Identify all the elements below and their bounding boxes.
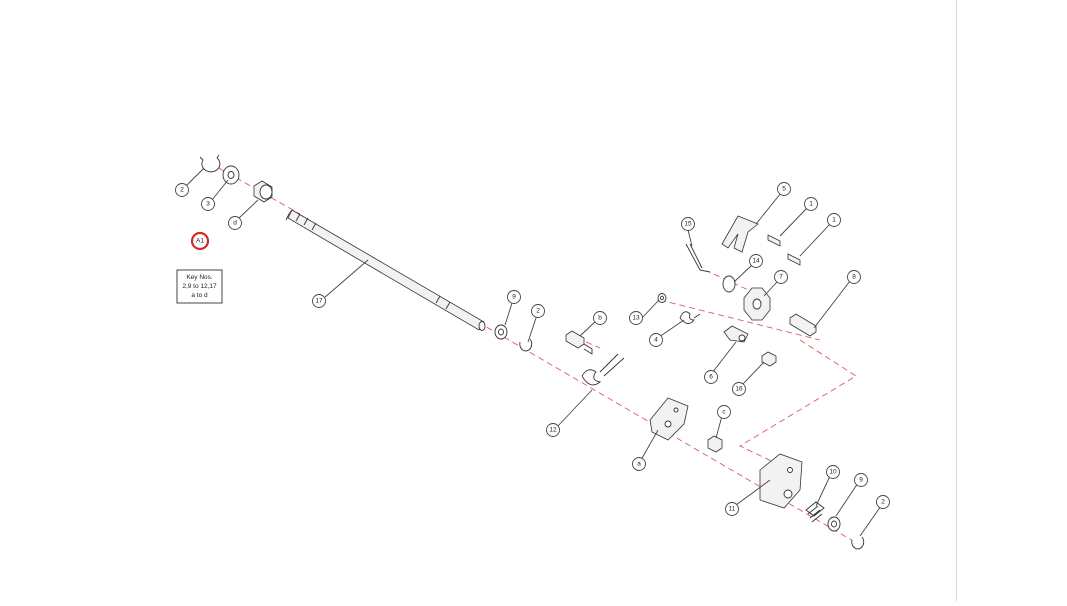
svg-text:15: 15 [684,221,692,228]
disc-14 [722,275,736,293]
diagram-viewer: 2 3 d 17 9 2 b 12 a 13 4 15 5 1 1 14 7 8… [175,154,890,550]
svg-text:2: 2 [881,499,885,506]
callout-14[interactable]: 14 [749,254,763,268]
bracket-15 [685,243,711,273]
svg-text:12: 12 [549,427,557,434]
bolt-b [565,330,593,355]
callout-d[interactable]: d [228,216,242,230]
callout-b[interactable]: b [593,311,607,325]
callout-13[interactable]: 13 [629,311,643,325]
callout-1-b[interactable]: 1 [827,213,841,227]
callouts: 2 3 d 17 9 2 b 12 a 13 4 15 5 1 1 14 7 8… [175,182,890,516]
spring-12 [581,353,625,386]
callout-2-right[interactable]: 2 [876,495,890,509]
screw-1b [787,253,801,266]
callout-12[interactable]: 12 [546,423,560,437]
callout-8[interactable]: 8 [847,270,861,284]
svg-text:d: d [233,220,237,227]
circlip-2-right [851,536,865,550]
callout-a[interactable]: a [632,457,646,471]
svg-text:1: 1 [809,201,813,208]
callout-6[interactable]: 6 [704,370,718,384]
pin-8 [789,313,817,337]
group-badge-label: A1 [196,238,204,245]
svg-text:14: 14 [752,258,760,265]
collar-c [707,435,723,453]
key-box: Key Nos. 2,9 to 12,17 a to d [176,269,223,304]
callout-9-mid[interactable]: 9 [507,290,521,304]
svg-text:16: 16 [735,386,743,393]
plate-11 [759,453,803,509]
screw-1a [767,234,781,247]
svg-text:8: 8 [852,274,856,281]
washer-9-right [827,516,841,532]
callout-17[interactable]: 17 [312,294,326,308]
key-line-3: a to d [191,292,208,299]
callout-2-mid[interactable]: 2 [531,304,545,318]
svg-text:6: 6 [709,374,713,381]
svg-text:c: c [722,409,726,416]
right-side-panel [956,0,1067,601]
svg-text:9: 9 [512,294,516,301]
callout-11[interactable]: 11 [725,502,739,516]
callout-15[interactable]: 15 [681,217,695,231]
circlip-2-mid [519,338,533,352]
svg-text:10: 10 [829,469,837,476]
svg-text:b: b [598,315,602,322]
bolt-16 [761,351,777,367]
callout-9-right[interactable]: 9 [854,473,868,487]
group-badge-a1[interactable]: A1 [190,231,210,251]
svg-text:17: 17 [315,298,323,305]
callout-2-top[interactable]: 2 [175,183,189,197]
callout-16[interactable]: 16 [732,382,746,396]
svg-text:2: 2 [536,308,540,315]
callout-c[interactable]: c [717,405,731,419]
shaft-17 [285,209,486,331]
svg-text:9: 9 [859,477,863,484]
callout-5[interactable]: 5 [777,182,791,196]
exploded-parts-diagram: 2 3 d 17 9 2 b 12 a 13 4 15 5 1 1 14 7 8… [175,154,890,550]
spring-10 [805,501,825,523]
svg-text:11: 11 [729,506,736,513]
plate-a [649,397,689,441]
svg-text:1: 1 [832,217,836,224]
svg-text:2: 2 [180,187,184,194]
key-line-2: 2,9 to 12,17 [182,283,217,290]
svg-text:a: a [637,461,641,468]
callout-4[interactable]: 4 [649,333,663,347]
circlip-2-top [199,154,221,173]
washer-9-mid [494,324,508,340]
washer-13 [657,293,667,303]
svg-text:7: 7 [779,274,783,281]
bush-d [253,180,273,203]
leader-lines [185,167,882,537]
svg-text:5: 5 [782,186,786,193]
callout-7[interactable]: 7 [774,270,788,284]
washer-3 [222,165,240,185]
spring-4 [679,311,701,324]
callout-1-a[interactable]: 1 [804,197,818,211]
star-cam-7 [743,287,771,321]
arm-6 [723,325,749,343]
callout-3[interactable]: 3 [201,197,215,211]
svg-text:13: 13 [632,315,640,322]
lever-5 [721,215,759,253]
callout-10[interactable]: 10 [826,465,840,479]
key-line-1: Key Nos. [186,274,213,281]
svg-text:3: 3 [206,201,210,208]
svg-text:4: 4 [654,337,658,344]
